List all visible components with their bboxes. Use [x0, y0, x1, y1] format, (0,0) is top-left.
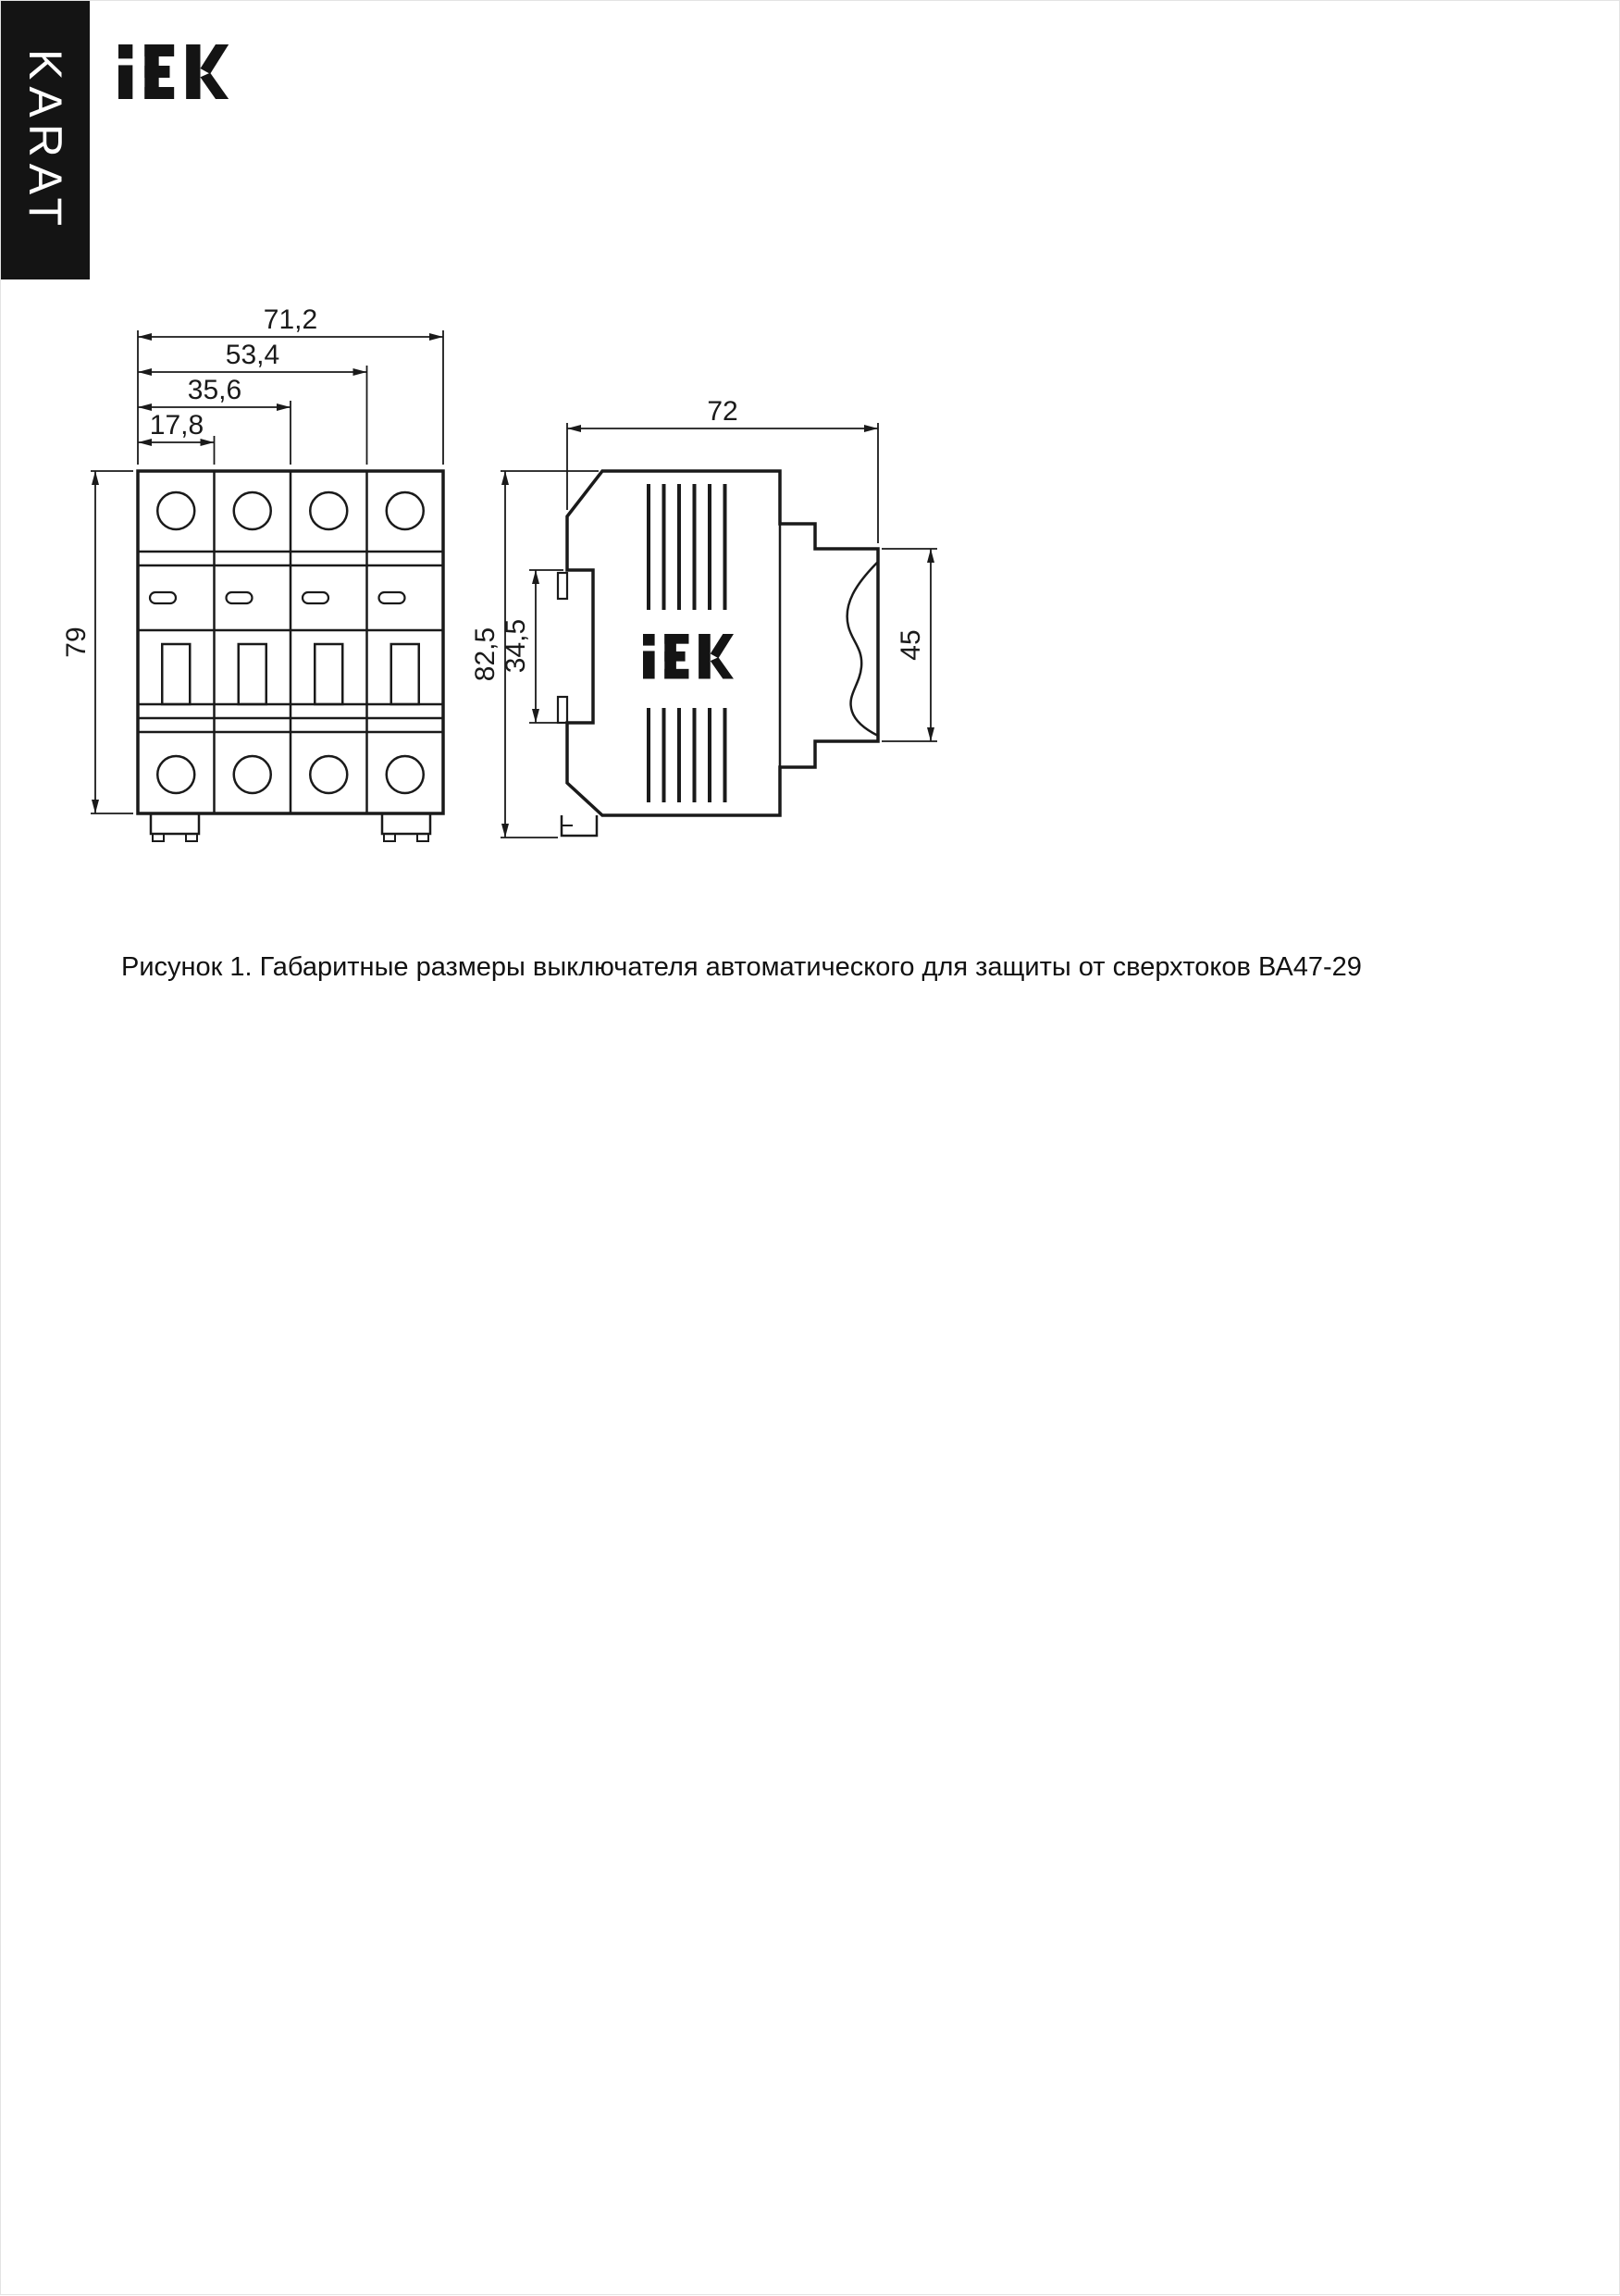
side-depth-label: 72 [707, 396, 737, 427]
front-din-clips [149, 812, 432, 842]
side-rail-recess-label: 34,5 [501, 619, 531, 673]
front-view [136, 469, 445, 842]
side-dim-labels: 72 82,5 34,5 45 [470, 396, 926, 681]
side-front-face-height-label: 45 [896, 629, 926, 660]
front-width-1mod-label: 17,8 [150, 410, 204, 441]
front-toggle-handles [161, 642, 420, 706]
front-bottom-terminal-screws [156, 754, 425, 795]
iek-logo-side-view [643, 634, 734, 679]
side-view [556, 469, 880, 838]
iek-logo-header [118, 44, 229, 99]
front-width-3mod-label: 53,4 [226, 340, 279, 370]
front-width-2mod-label: 35,6 [188, 375, 241, 405]
front-dim-labels: 71,2 53,4 35,6 17,8 79 [61, 304, 317, 658]
side-toggle-lever [846, 561, 879, 738]
front-height-label: 79 [61, 627, 92, 657]
karat-label: KARAT [19, 48, 71, 232]
front-marking-windows [148, 590, 406, 605]
side-dim-arrows [501, 425, 934, 838]
side-dim-lines [501, 423, 937, 838]
front-dim-lines [91, 330, 444, 814]
front-dim-arrows [92, 333, 443, 813]
front-width-total-label: 71,2 [264, 304, 317, 335]
front-top-terminal-screws [156, 490, 425, 531]
side-din-clip [560, 815, 599, 838]
figure-caption: Рисунок 1. Габаритные размеры выключател… [121, 952, 1362, 982]
karat-banner: KARAT [1, 1, 90, 279]
side-height-total-label: 82,5 [470, 627, 501, 681]
side-ribs [647, 484, 727, 802]
